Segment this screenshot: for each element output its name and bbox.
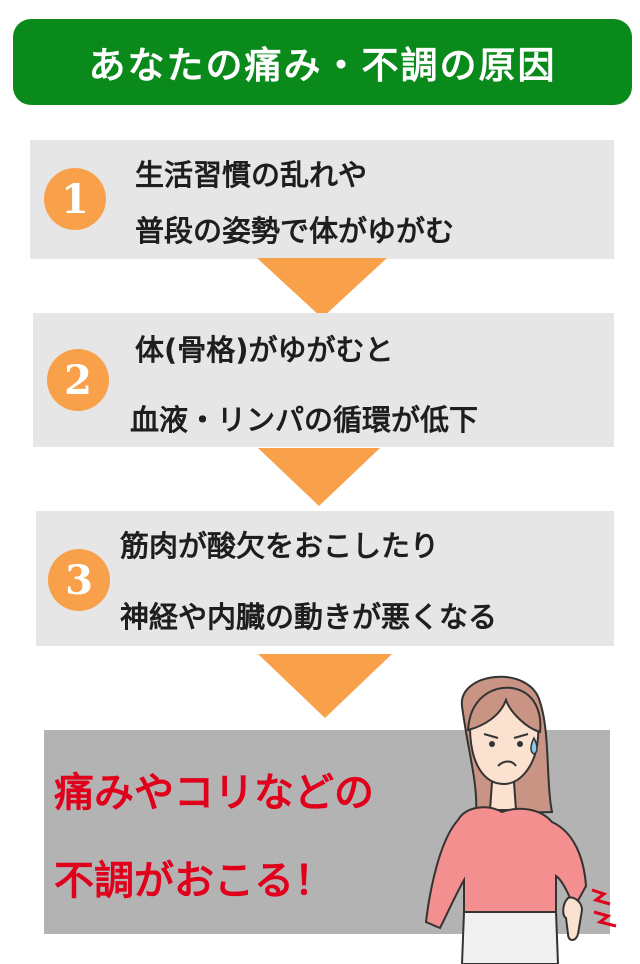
step-1-box: 1 生活習慣の乱れや 普段の姿勢で体がゆがむ xyxy=(30,140,614,259)
result-line-2: 不調がおこる！ xyxy=(54,858,334,904)
down-arrow-icon xyxy=(258,654,392,718)
down-arrow-icon xyxy=(258,448,380,506)
step-3-box: 3 筋肉が酸欠をおこしたり 神経や内臓の動きが悪くなる xyxy=(36,511,614,646)
woman-back-pain-illustration xyxy=(424,675,617,964)
step-3-number-badge: 3 xyxy=(48,549,110,611)
step-1-line-1: 生活習慣の乱れや xyxy=(135,158,368,192)
step-1-line-2: 普段の姿勢で体がゆがむ xyxy=(135,214,455,248)
down-arrow-icon xyxy=(257,258,387,318)
result-line-1: 痛みやコリなどの xyxy=(54,770,374,816)
step-1-number-badge: 1 xyxy=(44,168,106,230)
step-2-box: 2 体(骨格)がゆがむと 血液・リンパの循環が低下 xyxy=(33,313,614,447)
step-3-line-2: 神経や内臓の動きが悪くなる xyxy=(120,600,498,634)
title-banner: あなたの痛み・不調の原因 xyxy=(13,19,632,105)
step-2-line-1: 体(骨格)がゆがむと xyxy=(135,333,394,367)
step-2-number-badge: 2 xyxy=(47,349,109,411)
page-title: あなたの痛み・不調の原因 xyxy=(88,44,557,87)
step-3-line-1: 筋肉が酸欠をおこしたり xyxy=(120,529,440,563)
step-2-line-2: 血液・リンパの循環が低下 xyxy=(130,403,479,437)
